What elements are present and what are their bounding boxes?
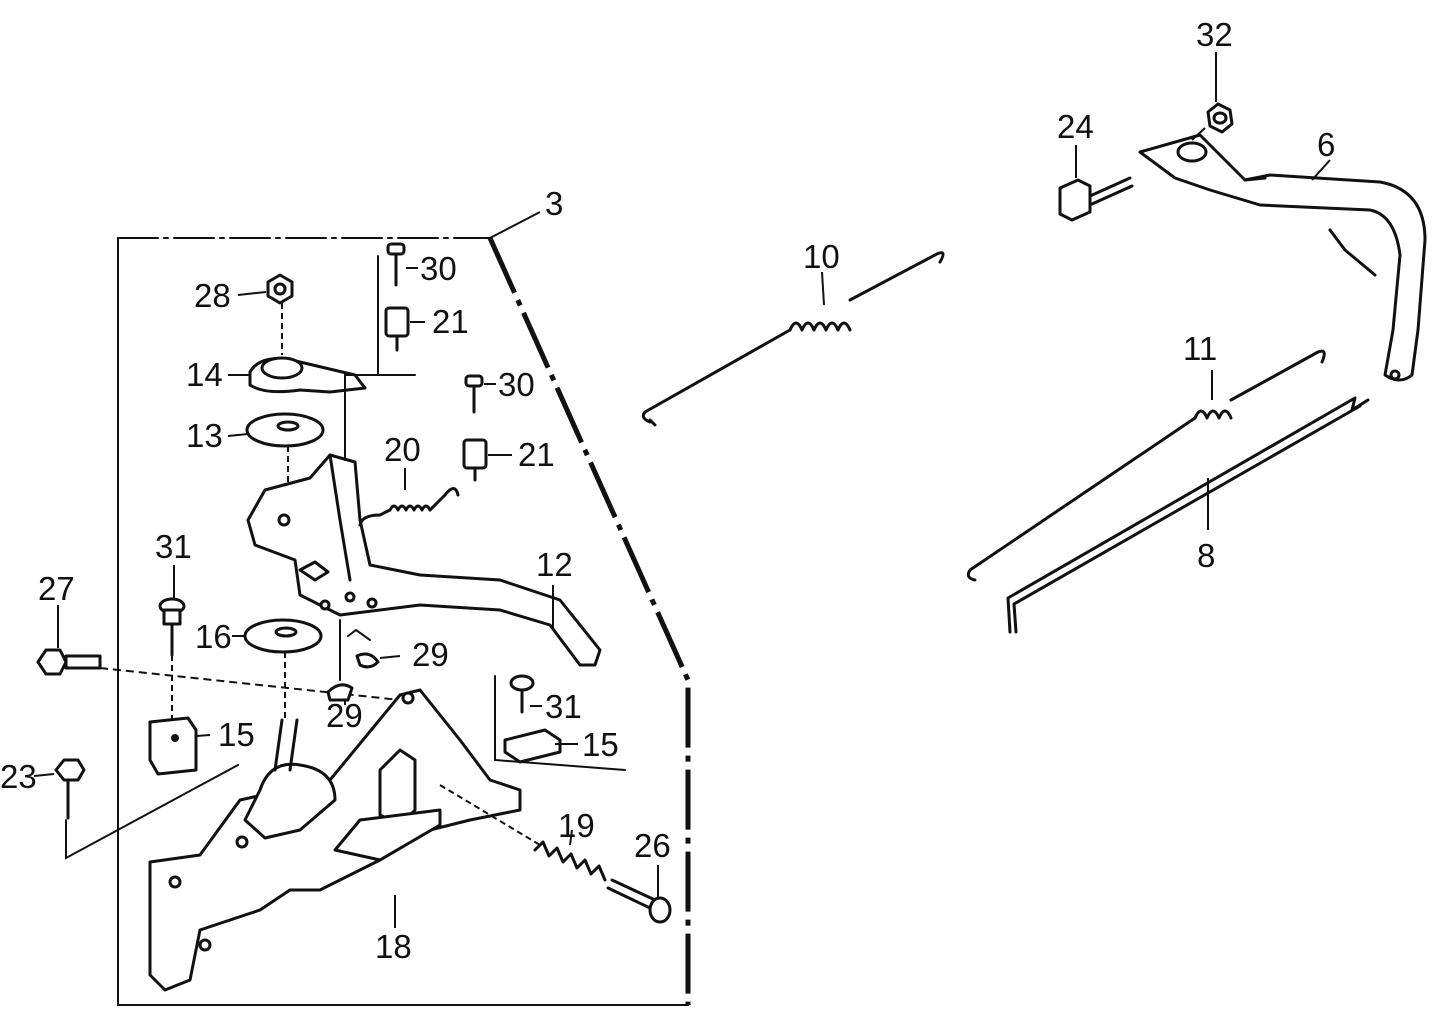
callout-13: 13 <box>186 417 223 454</box>
part-11-spring-rod <box>966 349 1326 582</box>
part-31-bolt-right <box>509 674 542 714</box>
part-21-spacer-upper <box>384 306 425 352</box>
part-30-screw-lower <box>464 374 496 414</box>
callout-30-upper: 30 <box>420 250 457 287</box>
part-28-nut <box>237 273 294 355</box>
callout-8: 8 <box>1197 537 1215 574</box>
callout-11: 11 <box>1183 330 1217 367</box>
part-6-lever <box>1138 133 1427 382</box>
part-18-base-plate <box>148 688 522 992</box>
part-10-spring-rod <box>641 251 945 427</box>
callout-18: 18 <box>375 928 412 965</box>
part-24-bolt <box>1058 145 1134 222</box>
callout-21-lower: 21 <box>518 436 555 473</box>
part-12-control-bracket <box>246 374 602 667</box>
callout-31-left: 31 <box>155 528 192 565</box>
part-20-spring <box>358 468 460 527</box>
callout-32: 32 <box>1196 16 1233 53</box>
callout-27: 27 <box>38 570 75 607</box>
callout-16: 16 <box>195 618 232 655</box>
part-8-rod <box>1006 396 1370 634</box>
part-15-clamp-right <box>494 675 626 771</box>
part-23-bolt <box>33 758 239 860</box>
callout-31-right: 31 <box>545 688 582 725</box>
part-29-clip-upper <box>347 628 401 669</box>
callout-26: 26 <box>634 827 671 864</box>
part-21-spacer-lower <box>462 438 512 482</box>
callout-6: 6 <box>1317 126 1335 163</box>
callout-23: 23 <box>0 758 37 795</box>
callout-12: 12 <box>536 546 573 583</box>
callout-29-upper: 29 <box>412 636 449 673</box>
part-32-nut <box>1191 52 1234 141</box>
callout-28: 28 <box>194 277 231 314</box>
callout-29-lower: 29 <box>326 697 363 734</box>
part-27-bolt <box>36 605 401 701</box>
part-19-spring <box>439 784 607 882</box>
part-13-washer <box>227 412 325 510</box>
callout-3: 3 <box>545 185 563 222</box>
callout-15-right: 15 <box>582 726 619 763</box>
part-16-washer <box>232 618 323 720</box>
part-31-bolt-left <box>158 565 186 720</box>
callout-24: 24 <box>1057 108 1094 145</box>
part-14-governor-arm <box>228 356 367 394</box>
assembly-3-outline <box>117 211 691 1006</box>
callout-10: 10 <box>803 238 840 275</box>
callout-21-upper: 21 <box>432 303 469 340</box>
callout-labels: 3 6 8 10 11 12 13 14 15 15 16 18 19 20 2… <box>0 16 1335 965</box>
part-29-clip-lower <box>326 619 354 705</box>
part-26-bolt <box>606 865 672 924</box>
callout-19: 19 <box>558 807 595 844</box>
part-30-screw-upper <box>377 242 418 376</box>
callout-20: 20 <box>384 431 421 468</box>
part-15-clamp-left <box>148 716 211 776</box>
callout-15-left: 15 <box>218 716 255 753</box>
callout-14: 14 <box>186 356 223 393</box>
callout-30-lower: 30 <box>498 366 535 403</box>
